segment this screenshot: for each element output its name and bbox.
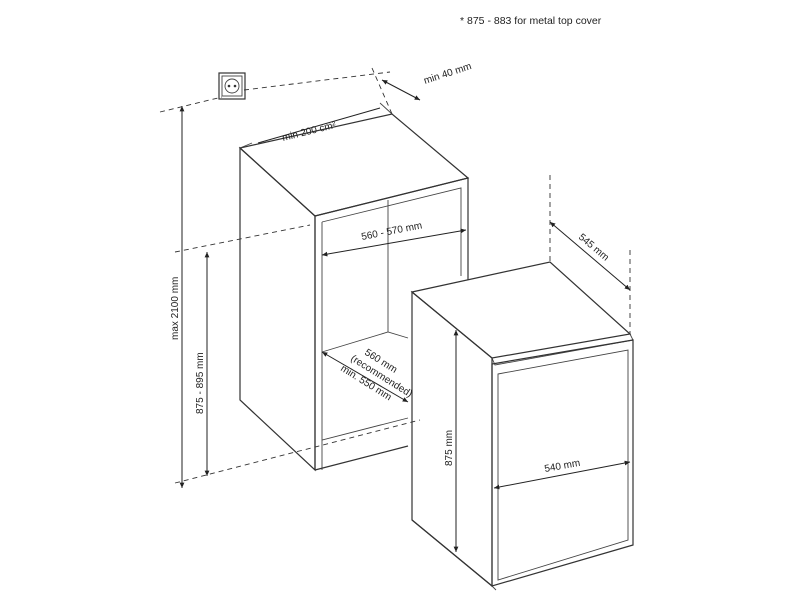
label-min-40: min 40 mm <box>423 61 473 87</box>
refrigerator-appliance <box>410 261 634 591</box>
label-height-875: 875 mm <box>444 430 455 466</box>
note-metal-top-cover: * 875 - 883 for metal top cover <box>460 15 602 27</box>
power-socket-icon <box>218 72 246 100</box>
dimension-lines <box>179 79 631 552</box>
label-height-875-895: 875 - 895 mm <box>195 352 206 414</box>
cabinet-niche <box>238 102 470 472</box>
guide-lines <box>159 67 631 484</box>
label-max-2100: max 2100 mm <box>170 277 181 340</box>
label-min-200: min 200 cm² <box>281 120 338 144</box>
